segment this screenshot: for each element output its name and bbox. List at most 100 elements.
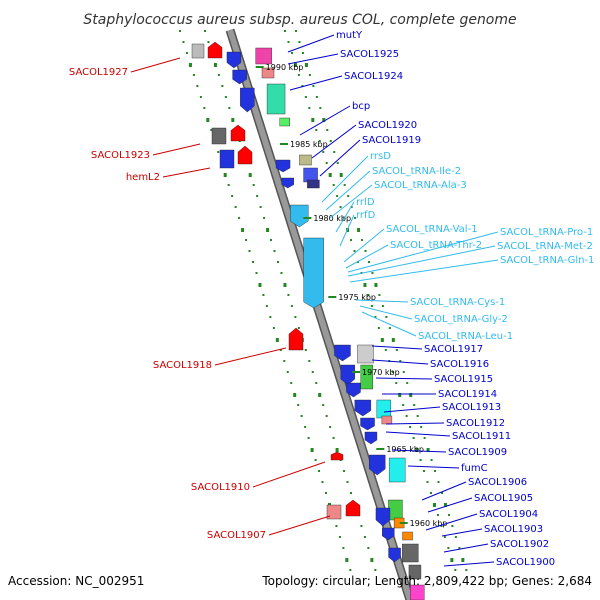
label-leader [343,228,385,263]
label-leader [152,143,201,156]
gene-feature [346,382,361,398]
label-leader [407,465,460,469]
gene-feature [410,584,425,600]
rna-label-sacol-trna-ile-2: SACOL_tRNA-Ile-2 [372,166,461,177]
gene-feature [382,527,395,541]
label-leader [345,244,389,269]
gene-label-sacol1911: SACOL1911 [452,431,511,442]
gene-label-sacol1914: SACOL1914 [438,389,497,400]
gene-feature [261,67,275,79]
rna-label-sacol-trna-ala-3: SACOL_tRNA-Ala-3 [374,180,467,191]
kbp-marker: 1980 kbp [313,214,351,223]
rna-label-sacol-trna-gln-1: SACOL_tRNA-Gln-1 [500,255,594,266]
kbp-marker: 1975 kbp [338,293,376,302]
gene-feature-reverse [230,124,246,142]
rna-label-sacol-trna-pro-1: SACOL_tRNA-Pro-1 [500,227,593,238]
label-leader [268,515,331,536]
kbp-marker: 1985 kbp [290,140,328,149]
gene-feature [307,179,320,189]
gene-label-sacol1904: SACOL1904 [479,509,538,520]
gene-feature [364,431,378,445]
rna-label-rrfd: rrfD [356,210,376,221]
label-leader [371,359,429,365]
gene-feature-reverse [219,149,235,169]
gene-feature [388,499,403,521]
gene-label-sacol1927: SACOL1927 [69,67,128,78]
gene-feature [290,204,309,228]
gene-label-sacol1900: SACOL1900 [496,557,555,568]
gene-feature-reverse [211,127,227,145]
gene-label-heml2: hemL2 [126,172,160,183]
label-leader [252,461,326,488]
kbp-marker: 1960 kbp [410,519,448,528]
gene-feature-reverse [345,499,361,517]
label-leader [339,214,355,247]
gene-feature [240,87,255,113]
gene-feature [381,415,393,425]
label-leader [349,259,499,283]
gene-label-sacol1906: SACOL1906 [468,477,527,488]
label-leader [287,53,339,65]
gene-feature [388,547,401,563]
label-leader [371,345,423,350]
label-leader [441,528,483,537]
gene-feature-reverse [326,504,342,520]
label-leader [385,422,445,425]
gene-feature-reverse [207,41,223,59]
label-leader [130,57,181,73]
label-leader [427,497,473,513]
gene-feature [369,454,386,476]
gene-feature [255,47,272,65]
gene-label-sacol1910: SACOL1910 [191,482,250,493]
gene-label-sacol1918: SACOL1918 [153,360,212,371]
rna-label-sacol-trna-val-1: SACOL_tRNA-Val-1 [386,224,478,235]
genome-summary-text: Topology: circular; Length: 2,809,422 bp… [261,574,592,588]
gene-feature [388,457,406,483]
gene-label-sacol1925: SACOL1925 [340,49,399,60]
gene-feature-reverse [288,327,304,351]
gene-feature [402,543,419,563]
gene-feature [303,237,324,309]
label-leader [355,299,409,303]
label-leader [425,513,478,531]
gene-feature [266,83,286,115]
label-leader [299,105,351,136]
gene-feature [360,364,373,390]
gene-feature-reverse [237,145,253,165]
rna-label-sacol-trna-thr-2: SACOL_tRNA-Thr-2 [390,240,482,251]
label-leader [391,449,447,453]
rna-label-sacol-trna-met-2: SACOL_tRNA-Met-2 [497,241,593,252]
gene-feature [232,69,247,85]
gene-label-sacol1909: SACOL1909 [448,447,507,458]
gene-label-sacol1907: SACOL1907 [207,530,266,541]
gene-label-sacol1919: SACOL1919 [362,135,421,146]
gene-label-sacol1915: SACOL1915 [434,374,493,385]
label-leader [321,155,369,203]
gene-feature [376,399,392,419]
gene-feature [408,564,422,580]
rna-label-sacol-trna-leu-1: SACOL_tRNA-Leu-1 [418,331,513,342]
label-leader [443,543,489,553]
rna-label-rrld: rrlD [356,197,375,208]
rna-label-sacol-trna-cys-1: SACOL_tRNA-Cys-1 [410,297,505,308]
gene-feature [279,117,290,127]
genome-backbone-inner [227,29,413,600]
gene-feature-reverse [191,43,205,59]
gene-label-sacol1905: SACOL1905 [474,493,533,504]
gene-label-sacol1916: SACOL1916 [430,359,489,370]
label-leader [319,139,361,177]
gene-feature [357,344,374,364]
gene-label-sacol1920: SACOL1920 [358,120,417,131]
label-leader [347,245,496,277]
label-leader [325,170,371,211]
accession-text: Accession: NC_002951 [8,574,144,588]
gene-label-bcp: bcp [352,101,370,112]
gene-feature [360,417,375,431]
gene-label-sacol1902: SACOL1902 [490,539,549,550]
gene-feature [281,177,294,189]
kbp-marker: 1965 kbp [386,445,424,454]
gene-label-muty: mutY [336,30,363,41]
label-leader [162,167,211,178]
